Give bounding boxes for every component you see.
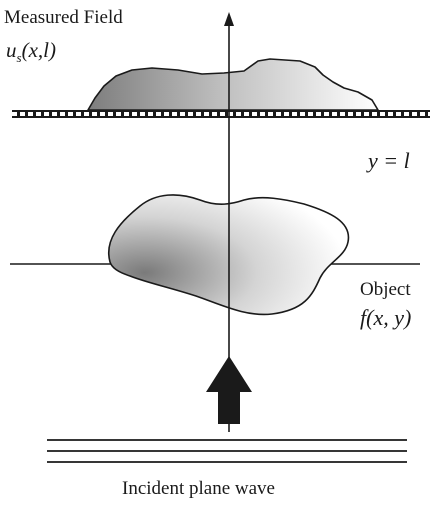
y-axis-arrowhead xyxy=(224,12,234,26)
incident-wave-label: Incident plane wave xyxy=(122,479,275,498)
measured-field-label: Measured Field xyxy=(4,8,123,27)
measurement-line-label: y = l xyxy=(368,150,410,172)
incident-direction-arrow xyxy=(206,356,252,424)
measured-field-profile xyxy=(88,59,378,110)
measured-field-symbol: us(x,l) xyxy=(6,40,56,64)
object-label: Object xyxy=(360,280,411,299)
object-symbol: f(x, y) xyxy=(360,307,411,329)
